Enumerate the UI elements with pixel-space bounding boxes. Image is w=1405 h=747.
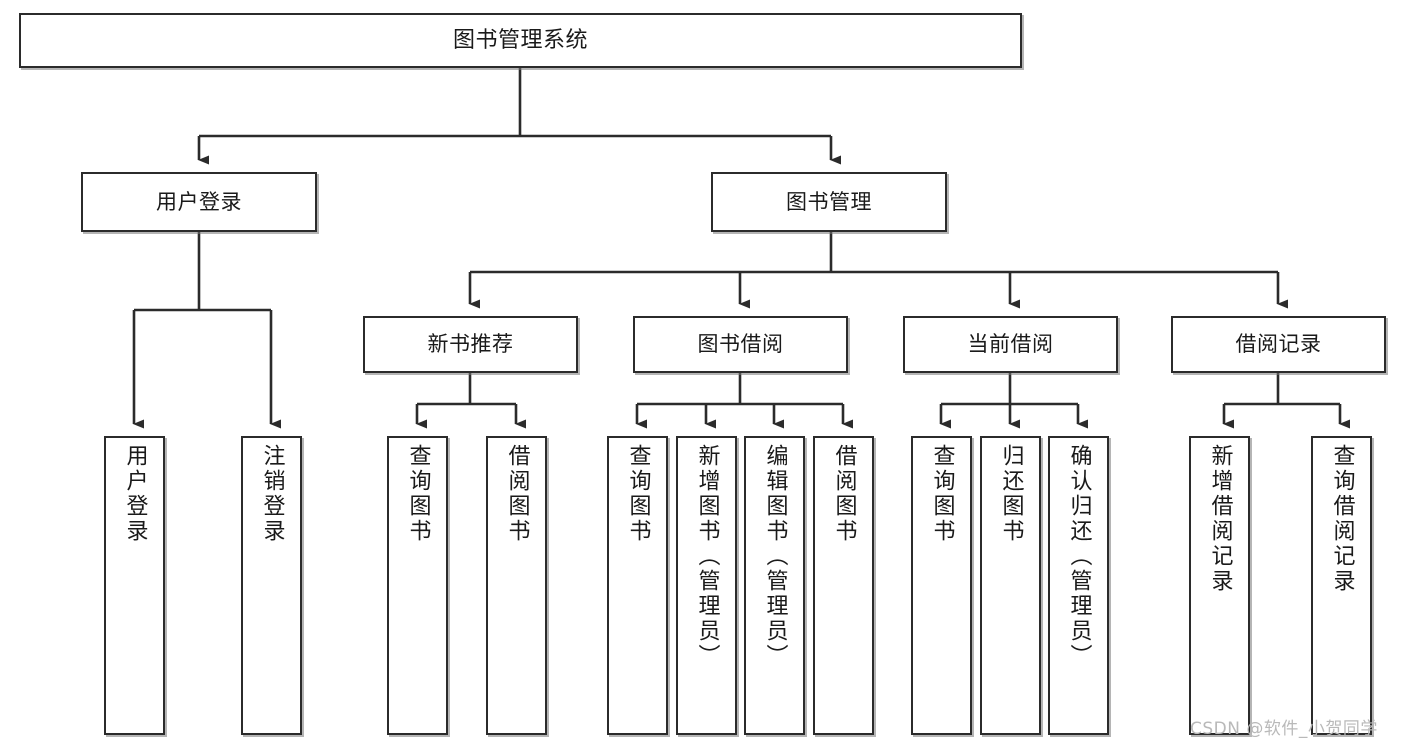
node-borrow-record[interactable]: 借阅记录 bbox=[1171, 316, 1386, 373]
node-leaf-current-return-book[interactable]: 归还图书 bbox=[980, 436, 1041, 735]
watermark-text: CSDN @软件_小贺同学 bbox=[1190, 719, 1378, 739]
node-label: 借阅记录 bbox=[1235, 332, 1322, 357]
node-root-book-management-system[interactable]: 图书管理系统 bbox=[19, 13, 1022, 68]
node-leaf-record-query-record[interactable]: 查询借阅记录 bbox=[1311, 436, 1372, 735]
node-leaf-current-confirm-return-admin[interactable]: 确认归还（管理员） bbox=[1048, 436, 1109, 735]
node-book-borrow[interactable]: 图书借阅 bbox=[633, 316, 848, 373]
node-leaf-borrow-add-book-admin[interactable]: 新增图书（管理员） bbox=[676, 436, 737, 735]
node-leaf-borrow-borrow-book[interactable]: 借阅图书 bbox=[813, 436, 874, 735]
node-label: 查询图书 bbox=[405, 444, 431, 544]
node-label: 图书管理系统 bbox=[452, 27, 588, 53]
node-label: 图书借阅 bbox=[697, 332, 784, 357]
node-label: 查询图书 bbox=[625, 444, 651, 544]
node-current-borrow[interactable]: 当前借阅 bbox=[903, 316, 1118, 373]
node-label: 借阅图书 bbox=[831, 444, 857, 544]
node-leaf-borrow-edit-book-admin[interactable]: 编辑图书（管理员） bbox=[744, 436, 805, 735]
node-label: 查询借阅记录 bbox=[1329, 444, 1355, 594]
node-book-management[interactable]: 图书管理 bbox=[711, 172, 947, 232]
node-user-login[interactable]: 用户登录 bbox=[81, 172, 317, 232]
node-label: 新书推荐 bbox=[427, 332, 514, 357]
node-label: 用户登录 bbox=[122, 444, 148, 544]
node-label: 图书管理 bbox=[786, 189, 872, 214]
node-label: 用户登录 bbox=[156, 189, 242, 214]
node-leaf-record-add-record[interactable]: 新增借阅记录 bbox=[1189, 436, 1250, 735]
node-label: 注销登录 bbox=[259, 444, 285, 544]
node-label: 当前借阅 bbox=[967, 332, 1054, 357]
node-label: 查询图书 bbox=[929, 444, 955, 544]
node-label: 新增借阅记录 bbox=[1207, 444, 1233, 594]
node-new-book-recommend[interactable]: 新书推荐 bbox=[363, 316, 578, 373]
node-leaf-newbook-borrow-book[interactable]: 借阅图书 bbox=[486, 436, 547, 735]
node-leaf-borrow-query-book[interactable]: 查询图书 bbox=[607, 436, 668, 735]
node-leaf-newbook-query-book[interactable]: 查询图书 bbox=[387, 436, 448, 735]
node-leaf-user-login-logout[interactable]: 注销登录 bbox=[241, 436, 302, 735]
node-leaf-user-login-login[interactable]: 用户登录 bbox=[104, 436, 165, 735]
node-label: 编辑图书（管理员） bbox=[762, 444, 788, 669]
node-label: 新增图书（管理员） bbox=[694, 444, 720, 669]
node-leaf-current-query-book[interactable]: 查询图书 bbox=[911, 436, 972, 735]
node-label: 归还图书 bbox=[998, 444, 1024, 544]
node-label: 借阅图书 bbox=[504, 444, 530, 544]
node-label: 确认归还（管理员） bbox=[1066, 444, 1092, 669]
